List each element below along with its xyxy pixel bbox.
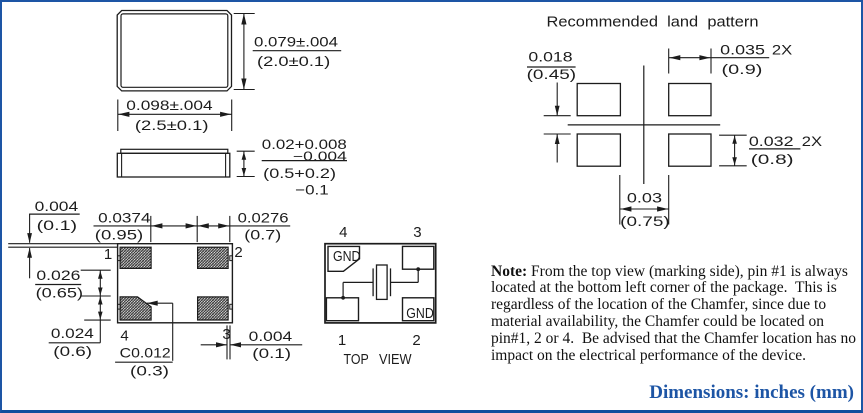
- svg-text:0.032: 0.032: [748, 133, 793, 149]
- svg-text:−0.004: −0.004: [293, 149, 347, 163]
- svg-text:−0.1: −0.1: [295, 181, 329, 197]
- svg-text:GND: GND: [406, 306, 434, 322]
- svg-text:0.02+0.008: 0.02+0.008: [261, 135, 346, 151]
- svg-text:(0.75): (0.75): [620, 213, 670, 229]
- svg-text:(0.9): (0.9): [721, 61, 762, 77]
- svg-text:1: 1: [103, 246, 111, 263]
- svg-text:(0.1): (0.1): [36, 217, 77, 233]
- svg-text:VIEW: VIEW: [379, 352, 412, 368]
- svg-text:2: 2: [412, 332, 420, 349]
- svg-text:(0.95): (0.95): [94, 226, 142, 242]
- svg-text:(2.5±0.1): (2.5±0.1): [134, 117, 208, 133]
- svg-text:0.03: 0.03: [626, 189, 661, 205]
- svg-text:0.018: 0.018: [528, 48, 572, 64]
- svg-text:2: 2: [234, 244, 242, 261]
- svg-text:Recommended land pattern: Recommended land pattern: [546, 14, 758, 30]
- svg-text:(0.3): (0.3): [130, 362, 169, 378]
- svg-text:(0.1): (0.1): [252, 345, 291, 361]
- svg-text:4: 4: [120, 327, 128, 344]
- svg-text:(0.6): (0.6): [53, 343, 92, 359]
- svg-text:0.098±.004: 0.098±.004: [126, 96, 213, 112]
- svg-text:0.0374: 0.0374: [98, 209, 151, 225]
- svg-text:2X: 2X: [801, 133, 822, 149]
- svg-text:3: 3: [222, 325, 230, 342]
- svg-text:TOP: TOP: [343, 352, 368, 368]
- svg-text:1: 1: [337, 332, 345, 349]
- svg-text:0.004: 0.004: [34, 198, 78, 214]
- svg-text:(0.8): (0.8): [750, 150, 793, 166]
- svg-text:(0.7): (0.7): [244, 226, 281, 242]
- svg-text:0.0276: 0.0276: [237, 209, 288, 225]
- svg-text:C0.012: C0.012: [119, 344, 170, 360]
- svg-text:(0.45): (0.45): [526, 65, 576, 81]
- svg-text:(0.5+0.2): (0.5+0.2): [263, 164, 336, 180]
- svg-text:0.024: 0.024: [50, 325, 93, 341]
- svg-text:3: 3: [413, 223, 421, 240]
- svg-text:0.035: 0.035: [720, 41, 765, 57]
- svg-text:2X: 2X: [771, 41, 792, 57]
- svg-text:GND: GND: [333, 249, 361, 265]
- svg-text:0.079±.004: 0.079±.004: [254, 33, 338, 49]
- svg-text:(0.65): (0.65): [35, 284, 83, 300]
- svg-text:(2.0±0.1): (2.0±0.1): [257, 53, 330, 69]
- svg-text:0.004: 0.004: [248, 328, 292, 344]
- svg-text:4: 4: [339, 223, 347, 240]
- svg-text:0.026: 0.026: [36, 267, 80, 283]
